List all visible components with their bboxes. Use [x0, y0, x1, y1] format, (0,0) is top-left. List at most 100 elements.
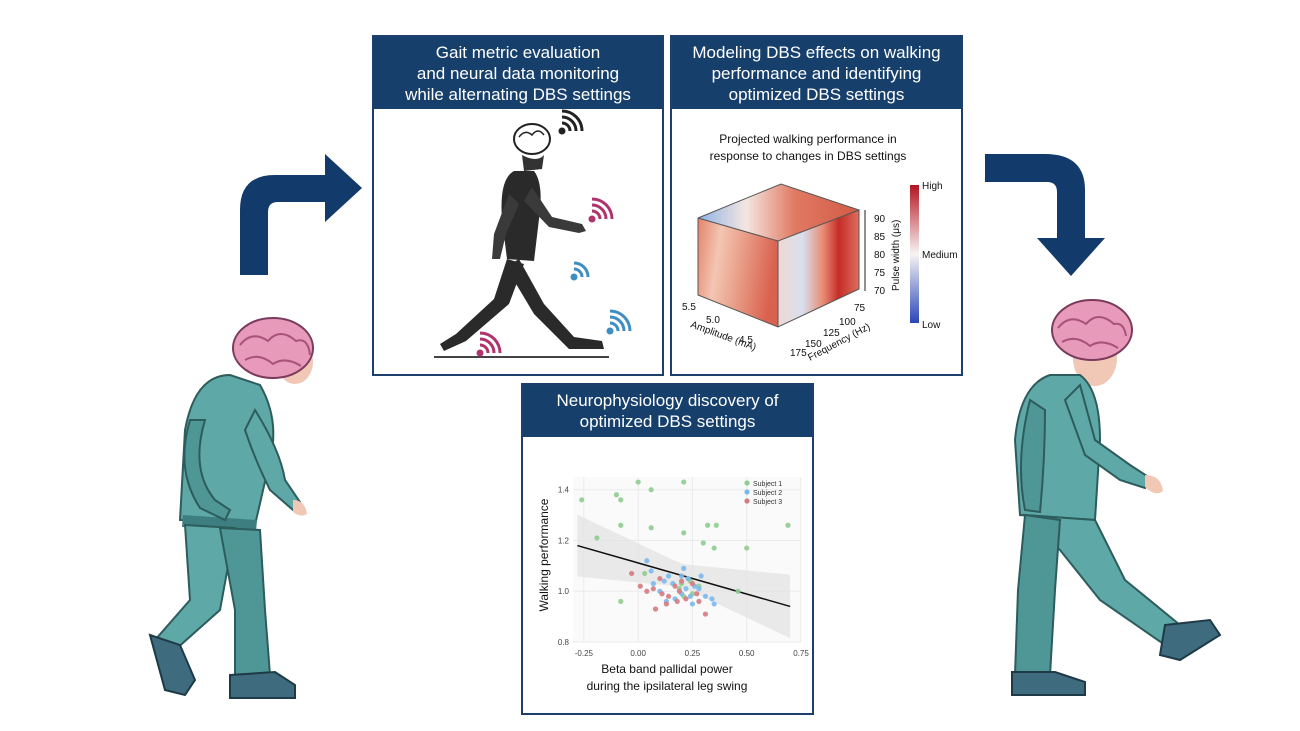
y-tick-label: 0.8 [558, 638, 570, 647]
y-axis-label: Walking performance [537, 498, 551, 611]
data-point [594, 535, 600, 541]
pulse-tick: 85 [874, 232, 886, 243]
data-point [579, 497, 585, 503]
data-point [652, 606, 659, 612]
gait-title-line: and neural data monitoring [416, 63, 620, 83]
freq-tick: 125 [823, 328, 840, 339]
data-point [711, 601, 717, 607]
data-point [678, 578, 685, 584]
data-point [644, 558, 650, 564]
data-point [700, 540, 706, 546]
3d-response-surface: Projected walking performance in respons… [682, 132, 958, 364]
data-point [744, 545, 750, 551]
x-tick-label: 0.50 [739, 649, 755, 658]
pulse-tick: 70 [874, 286, 886, 297]
wireless-signal-icon [476, 331, 502, 357]
data-point [681, 479, 687, 485]
model-panel-title: Modeling DBS effects on walking performa… [672, 37, 961, 109]
data-point [618, 497, 624, 503]
pulse-tick: 75 [874, 268, 886, 279]
wireless-signal-icon [588, 197, 614, 223]
data-point [644, 588, 650, 594]
model-title-line: Modeling DBS effects on walking [692, 42, 941, 62]
data-point [637, 583, 643, 589]
data-point [635, 479, 641, 485]
data-point [661, 578, 667, 584]
neuro-title-line: Neurophysiology discovery of [556, 391, 779, 410]
model-subtitle-line: response to changes in DBS settings [710, 149, 907, 163]
gait-monitoring-panel: Gait metric evaluation and neural data m… [372, 35, 664, 376]
data-point [613, 492, 620, 498]
amp-tick: 4.5 [739, 335, 753, 346]
data-point [735, 588, 741, 594]
colorbar [910, 185, 919, 323]
legend-marker [744, 498, 750, 504]
x-tick-label: 0.25 [685, 649, 701, 658]
legend-marker [744, 489, 750, 495]
legend-marker [744, 480, 750, 486]
data-point [683, 586, 689, 592]
data-point [650, 581, 656, 587]
upright-elderly-walker-illustration [1011, 299, 1222, 696]
data-point [689, 581, 696, 587]
neuro-title-line: optimized DBS settings [579, 412, 756, 431]
data-point [657, 575, 663, 582]
data-point [685, 575, 691, 582]
data-point [642, 570, 648, 577]
data-point [702, 611, 709, 617]
walking-anatomy-illustration [434, 109, 632, 358]
freq-tick: 175 [790, 348, 807, 359]
flow-arrow-right-down [985, 154, 1105, 276]
x-tick-label: 0.00 [630, 649, 646, 658]
colorbar-low-label: Low [922, 320, 941, 331]
neuro-panel-title: Neurophysiology discovery of optimized D… [523, 385, 812, 437]
y-tick-label: 1.2 [558, 536, 570, 545]
data-point [689, 601, 696, 607]
model-title-line: performance and identifying [711, 63, 922, 83]
data-point [713, 522, 719, 528]
pulse-tick: 90 [874, 214, 886, 225]
data-point [681, 530, 687, 536]
gait-panel-title: Gait metric evaluation and neural data m… [374, 37, 662, 109]
data-point [709, 596, 715, 602]
gait-title-line: while alternating DBS settings [405, 84, 631, 104]
data-point [678, 573, 685, 579]
pulse-tick: 80 [874, 250, 886, 261]
model-title-line: optimized DBS settings [728, 84, 905, 104]
data-point [681, 565, 687, 571]
dbs-modeling-panel: Modeling DBS effects on walking performa… [670, 35, 963, 376]
stooped-elderly-walker-illustration [148, 317, 314, 699]
pulse-tick-labels: 90 85 80 75 70 [874, 214, 886, 297]
data-point [629, 570, 635, 577]
wireless-signal-icon [606, 309, 632, 335]
data-point [702, 593, 709, 599]
colorbar-high-label: High [922, 181, 943, 192]
x-tick-label: -0.25 [575, 649, 594, 658]
data-point [674, 598, 680, 604]
amp-tick: 5.5 [682, 302, 696, 313]
y-tick-label: 1.4 [558, 486, 570, 495]
data-point [665, 593, 672, 599]
data-point [648, 525, 654, 531]
data-point [663, 601, 669, 607]
gait-title-line: Gait metric evaluation [435, 42, 601, 62]
legend-label: Subject 2 [753, 490, 782, 497]
data-point [659, 591, 665, 597]
wireless-signal-icon [570, 261, 590, 281]
wireless-signal-icon [558, 109, 584, 135]
colorbar-medium-label: Medium [922, 250, 958, 261]
data-point [698, 573, 704, 579]
data-point [618, 522, 624, 528]
brain-icon [513, 123, 551, 155]
freq-tick: 150 [805, 339, 822, 350]
data-point [618, 598, 624, 604]
legend-label: Subject 3 [753, 499, 782, 506]
x-axis-label-line: during the ipsilateral leg swing [587, 679, 748, 693]
data-point [705, 522, 711, 528]
freq-tick: 100 [839, 317, 856, 328]
legend-label: Subject 1 [753, 481, 782, 488]
data-point [665, 573, 672, 579]
data-point [683, 596, 689, 602]
data-point [648, 487, 654, 493]
